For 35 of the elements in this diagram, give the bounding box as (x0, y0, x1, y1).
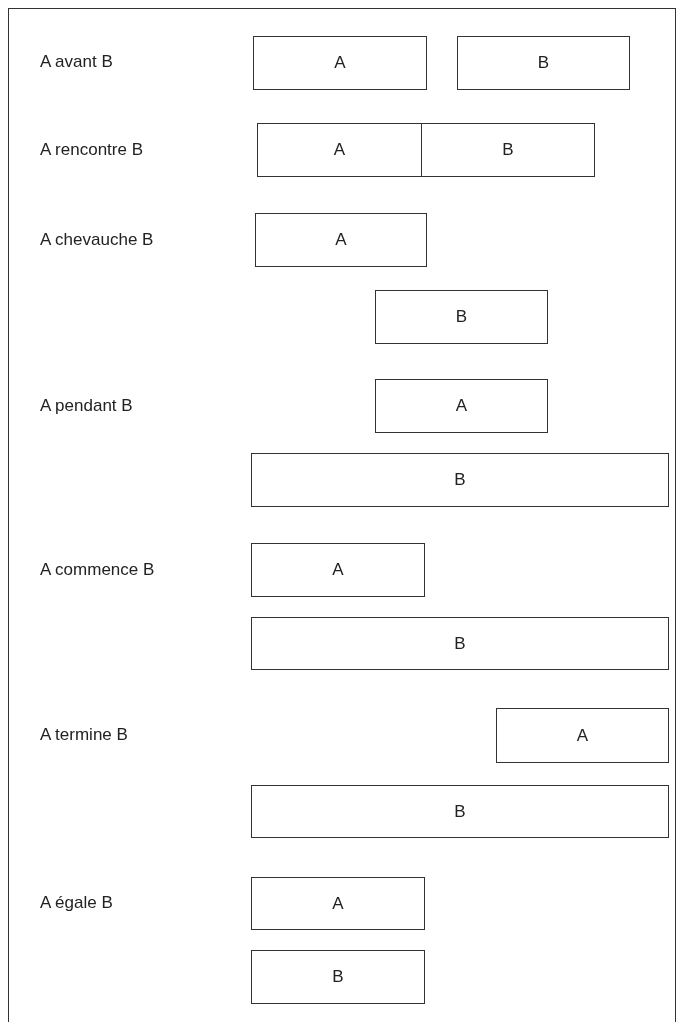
relation-label: A chevauche B (40, 230, 154, 250)
relation-label: A pendant B (40, 396, 133, 416)
relation-label: A rencontre B (40, 140, 143, 160)
interval-box (251, 877, 425, 930)
interval-box (255, 213, 427, 267)
interval-box (375, 290, 548, 344)
interval-label: B (502, 140, 514, 160)
interval-label: B (454, 633, 466, 654)
relation-label: A termine B (40, 725, 128, 745)
interval-box (421, 123, 595, 177)
interval-label: A (335, 230, 347, 250)
relation-label: A avant B (40, 52, 113, 72)
interval-box (251, 950, 425, 1004)
interval-box (251, 785, 669, 838)
interval-box (496, 708, 669, 763)
relation-label: A égale B (40, 893, 113, 913)
interval-label: A (332, 560, 344, 580)
interval-box (257, 123, 422, 177)
relation-label: A commence B (40, 560, 155, 580)
interval-label: B (332, 967, 344, 987)
interval-box (251, 543, 425, 597)
interval-label: A (333, 140, 346, 160)
interval-label: A (576, 725, 589, 746)
interval-label: A (334, 53, 346, 73)
interval-box (457, 36, 630, 90)
interval-label: B (537, 53, 550, 73)
interval-box (375, 379, 548, 433)
interval-label: A (332, 893, 344, 914)
interval-box (253, 36, 427, 90)
interval-box (251, 617, 669, 670)
interval-label: A (455, 396, 468, 416)
interval-box (251, 453, 669, 507)
interval-label: B (454, 801, 466, 822)
interval-label: B (454, 470, 466, 490)
interval-label: B (455, 307, 468, 327)
